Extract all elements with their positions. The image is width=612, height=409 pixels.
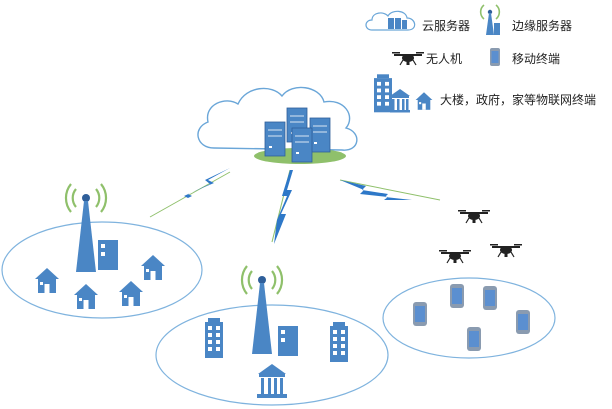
legend-iot-terminal-icon [374, 74, 433, 113]
legend-label-mobile-terminal: 移动终端 [512, 52, 561, 66]
city-cluster [155, 264, 389, 406]
legend-cloud-server-icon [365, 10, 416, 31]
drones-group [438, 209, 523, 264]
legend-label-cloud-server: 云服务器 [422, 19, 471, 33]
legend-edge-server-icon [479, 4, 501, 35]
legend-label-iot-terminal: 大楼，政府，家等物联网终端 [440, 93, 597, 107]
mobile-cluster [382, 277, 556, 359]
houses-cluster [1, 182, 203, 319]
legend-drone-icon [391, 51, 425, 66]
legend-label-edge-server: 边缘服务器 [512, 19, 573, 33]
legend-mobile-terminal-icon [490, 48, 500, 66]
network-links [149, 168, 441, 244]
legend-label-drone: 无人机 [426, 52, 463, 66]
cloud-server [197, 86, 358, 164]
